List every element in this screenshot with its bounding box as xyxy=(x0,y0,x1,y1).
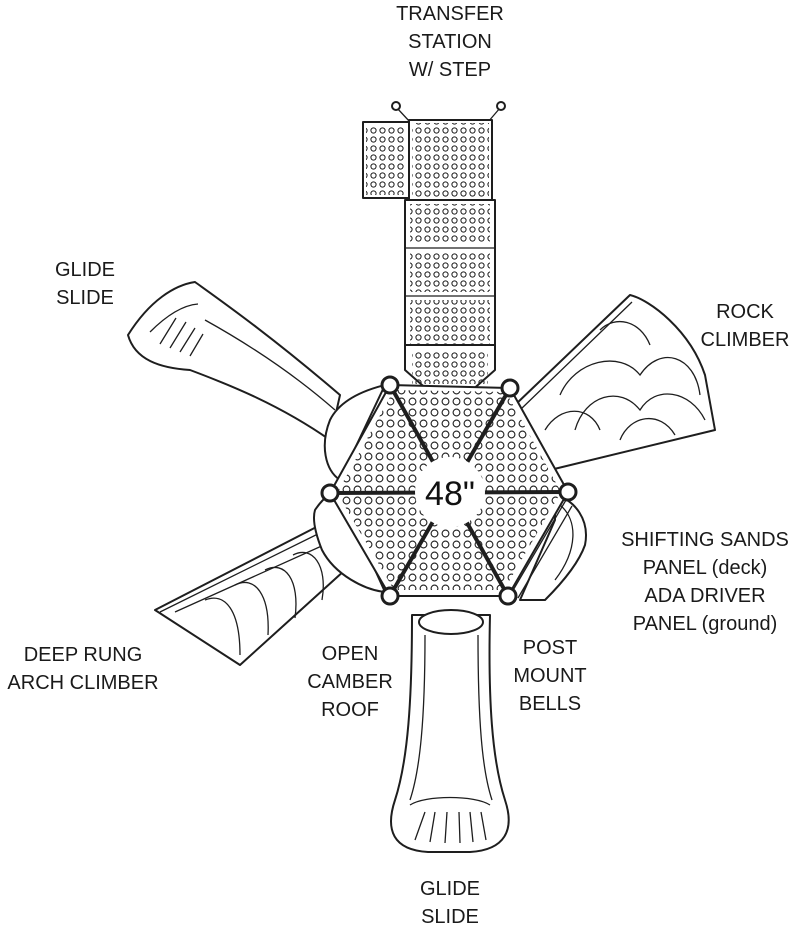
post-mount-bells xyxy=(320,375,578,606)
label-rock-climber: ROCK CLIMBER xyxy=(700,301,790,351)
label-post-mount-bells: POST MOUNT BELLS xyxy=(513,637,587,715)
label-open-camber-roof: OPEN CAMBER ROOF xyxy=(307,643,393,721)
deep-rung-arch-climber xyxy=(154,519,346,666)
glide-slide-left xyxy=(127,281,341,441)
rock-climber xyxy=(514,294,716,471)
transfer-station xyxy=(362,101,506,393)
glide-slide-bottom xyxy=(390,609,510,853)
label-glide-slide-left: GLIDE SLIDE xyxy=(54,259,116,309)
label-shifting-sands: SHIFTING SANDS PANEL (deck) ADA DRIVER P… xyxy=(621,529,789,635)
deck-height-label: 48" xyxy=(425,475,475,513)
label-deep-rung-arch-climber: DEEP RUNG ARCH CLIMBER xyxy=(7,644,159,694)
shifting-sands-panel xyxy=(511,494,587,601)
label-glide-slide-bottom: GLIDE SLIDE xyxy=(419,878,481,928)
hexagon-deck: 48" xyxy=(329,384,569,597)
label-transfer-station: TRANSFER STATION W/ STEP xyxy=(396,3,504,81)
